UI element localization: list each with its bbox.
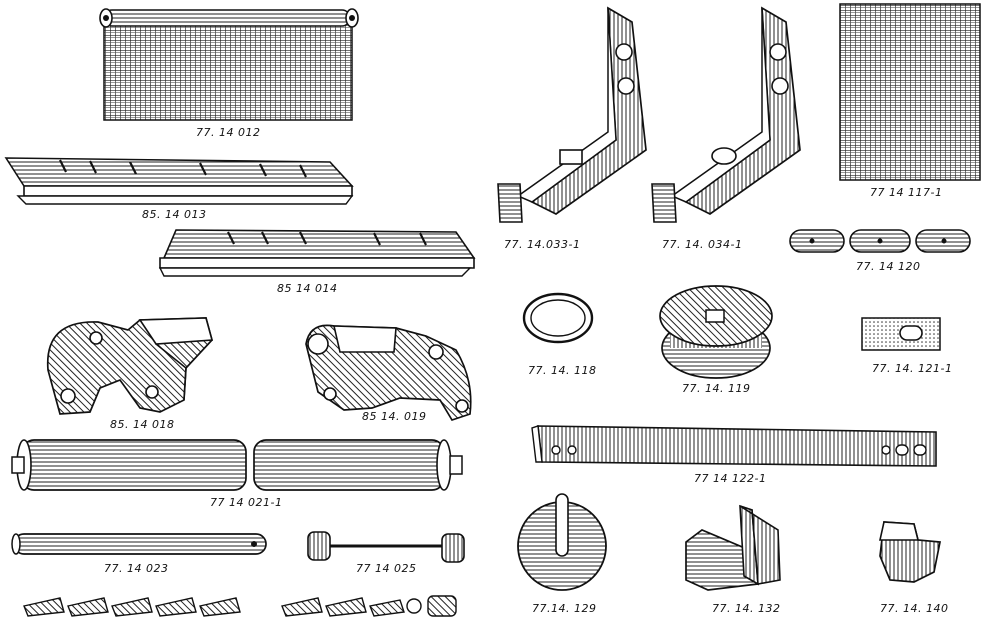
part-77-14-034-1 (651, 6, 801, 223)
part-85-14-014 (158, 229, 476, 277)
part-77-14-122-1 (531, 425, 937, 467)
part-77-14-129 (517, 493, 607, 591)
part-77-14-121-1 (861, 317, 941, 351)
part-85-14-018 (46, 317, 214, 415)
label-77-14-117-1: 77 14 117-1 (870, 186, 942, 199)
part-85-14-013 (4, 157, 354, 205)
label-85-14-013: 85. 14 013 (142, 208, 206, 221)
label-77-14-033-1: 77. 14.033-1 (504, 238, 580, 251)
part-77-14-132 (685, 504, 781, 591)
label-85-14-018: 85. 14 018 (110, 418, 174, 431)
part-77-14-012 (99, 8, 359, 121)
label-77-14-121-1: 77. 14. 121-1 (872, 362, 952, 375)
part-85-14-019 (305, 324, 472, 422)
label-77-14-012: 77. 14 012 (196, 126, 260, 139)
part-77-14-021-1 (11, 439, 463, 491)
label-77-14-132: 77. 14. 132 (712, 602, 780, 615)
part-77-14-033-1 (497, 6, 647, 223)
part-77-14-140 (879, 521, 942, 583)
label-77-14-118: 77. 14. 118 (528, 364, 596, 377)
part-77-14-117-1 (839, 3, 981, 181)
label-77-14-021-1: 77 14 021-1 (210, 496, 282, 509)
part-77-14-120 (789, 229, 971, 253)
label-77-14-025: 77 14 025 (356, 562, 416, 575)
label-77-14-122-1: 77 14 122-1 (694, 472, 766, 485)
label-85-14-014: 85 14 014 (277, 282, 337, 295)
label-77-14-140: 77. 14. 140 (880, 602, 948, 615)
part-77-14-119 (659, 285, 773, 379)
label-77-14-129: 77.14. 129 (532, 602, 596, 615)
label-85-14-019: 85 14. 019 (362, 410, 426, 423)
label-77-14-119: 77. 14. 119 (682, 382, 750, 395)
label-77-14-120: 77. 14 120 (856, 260, 920, 273)
part-77-14-025 (307, 531, 465, 563)
chain (23, 595, 457, 617)
label-77-14-023: 77. 14 023 (104, 562, 168, 575)
label-77-14-034-1: 77. 14. 034-1 (662, 238, 742, 251)
part-77-14-023 (11, 533, 267, 555)
part-77-14-118 (522, 292, 594, 344)
